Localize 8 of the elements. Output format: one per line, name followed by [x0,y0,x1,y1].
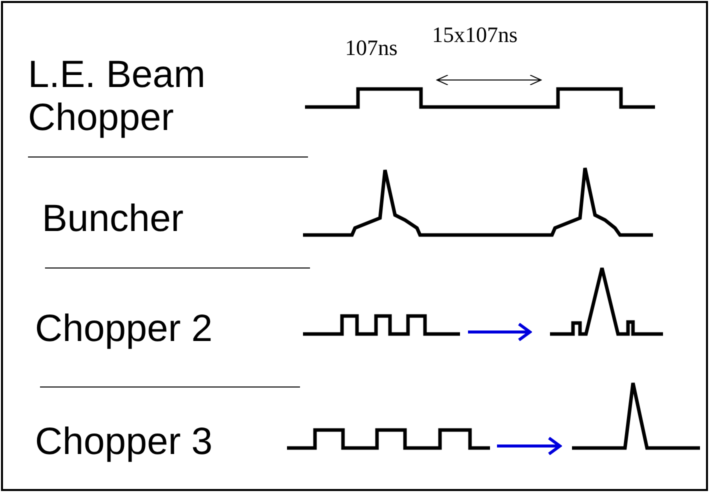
time-label: 15x107ns [432,22,518,48]
time-label: 107ns [345,35,398,61]
signal-label: Chopper 2 [35,308,212,351]
arrow [497,436,562,456]
signal-label: Chopper 3 [35,421,212,464]
signal-label: Buncher [42,198,184,241]
signal-label: L.E. Beam Chopper [28,54,206,140]
arrow [468,322,532,342]
